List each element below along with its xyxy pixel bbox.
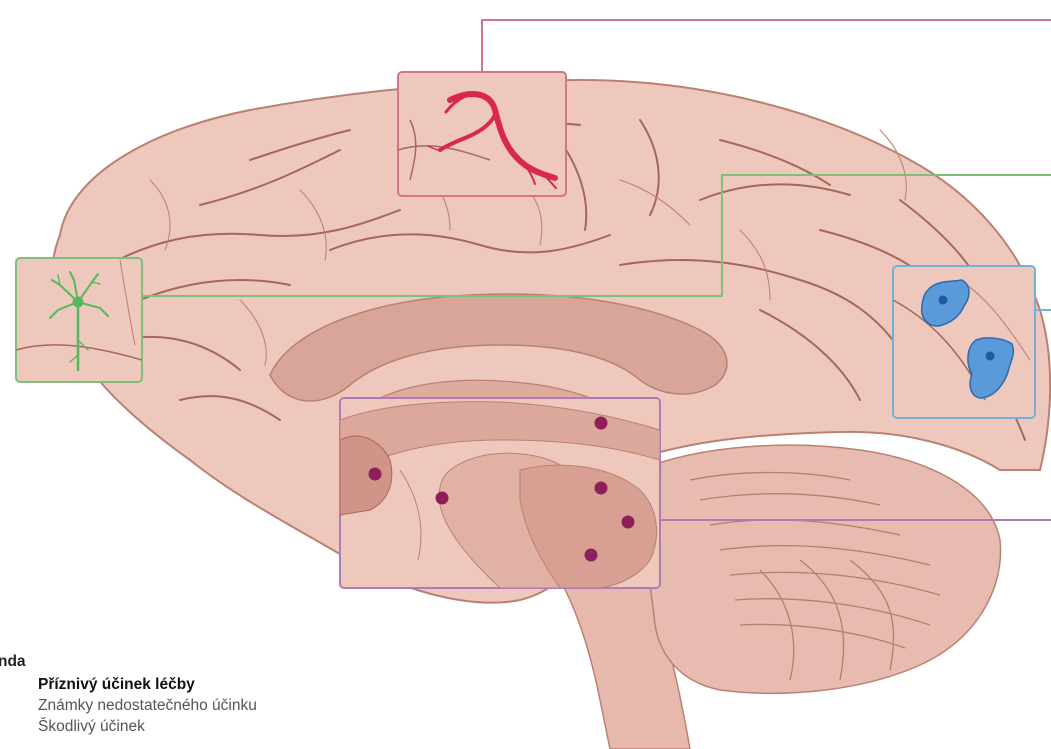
callout-blue-cells (893, 266, 1035, 418)
legend-item-insufficient: Známky nedostatečného účinku (38, 695, 257, 716)
cerebellum (640, 445, 1001, 693)
connector-red (482, 20, 1051, 72)
callout-red-vessel (398, 72, 566, 196)
legend-item-beneficial: Příznivý účinek léčby (38, 674, 195, 695)
callout-purple-deep-structures (340, 398, 660, 588)
legend-item-harmful: Škodlivý účinek (38, 716, 145, 737)
callout-green-neuron (16, 258, 142, 382)
legend-title: nda (0, 651, 26, 672)
